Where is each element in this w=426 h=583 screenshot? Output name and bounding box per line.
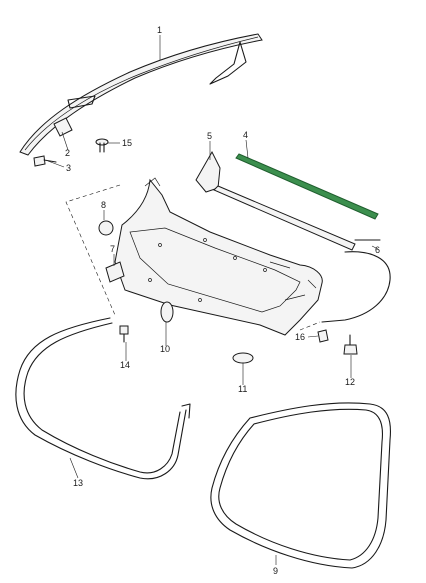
part-8-plug	[98, 220, 114, 236]
callout-14: 14	[120, 360, 130, 370]
callout-3: 3	[66, 163, 71, 173]
callout-15: 15	[122, 138, 132, 148]
part-13-door-seal	[15, 317, 191, 480]
part-10-plug	[160, 301, 174, 323]
part-11-pad	[232, 352, 254, 364]
part-16-clip	[317, 329, 329, 343]
door-shell	[114, 177, 323, 336]
callout-8: 8	[101, 200, 106, 210]
part-15-fastener	[95, 138, 109, 153]
part-14-screw	[119, 325, 129, 343]
part-6-outer-seal	[321, 239, 391, 323]
callout-11: 11	[238, 384, 247, 394]
callout-12: 12	[345, 377, 355, 387]
part-3-screw	[33, 155, 57, 167]
callout-16: 16	[295, 332, 305, 342]
part-4-window-seal-highlighted	[235, 153, 379, 220]
callout-6: 6	[375, 245, 380, 255]
callout-labels: 1 2 3 4 5 6 7 8 9 10 11 12 13 14 15 16	[65, 25, 380, 576]
part-12-fastener	[343, 334, 358, 355]
callout-4: 4	[243, 130, 248, 140]
callout-5: 5	[207, 131, 212, 141]
callout-2: 2	[65, 148, 70, 158]
part-2-clip	[53, 117, 73, 137]
callout-9: 9	[273, 566, 278, 576]
callout-7: 7	[110, 244, 115, 254]
reference-line-left	[65, 184, 121, 316]
callout-13: 13	[73, 478, 83, 488]
reference-line-right	[299, 321, 321, 331]
leader-lines	[47, 35, 379, 565]
belt-trim	[213, 185, 356, 251]
part-1-roof-seal	[19, 33, 263, 156]
callout-10: 10	[160, 344, 170, 354]
part-9-outer-seal	[210, 402, 392, 569]
callout-1: 1	[157, 25, 162, 35]
part-5-mirror-triangle	[195, 150, 221, 193]
part-7-clip	[105, 261, 125, 283]
